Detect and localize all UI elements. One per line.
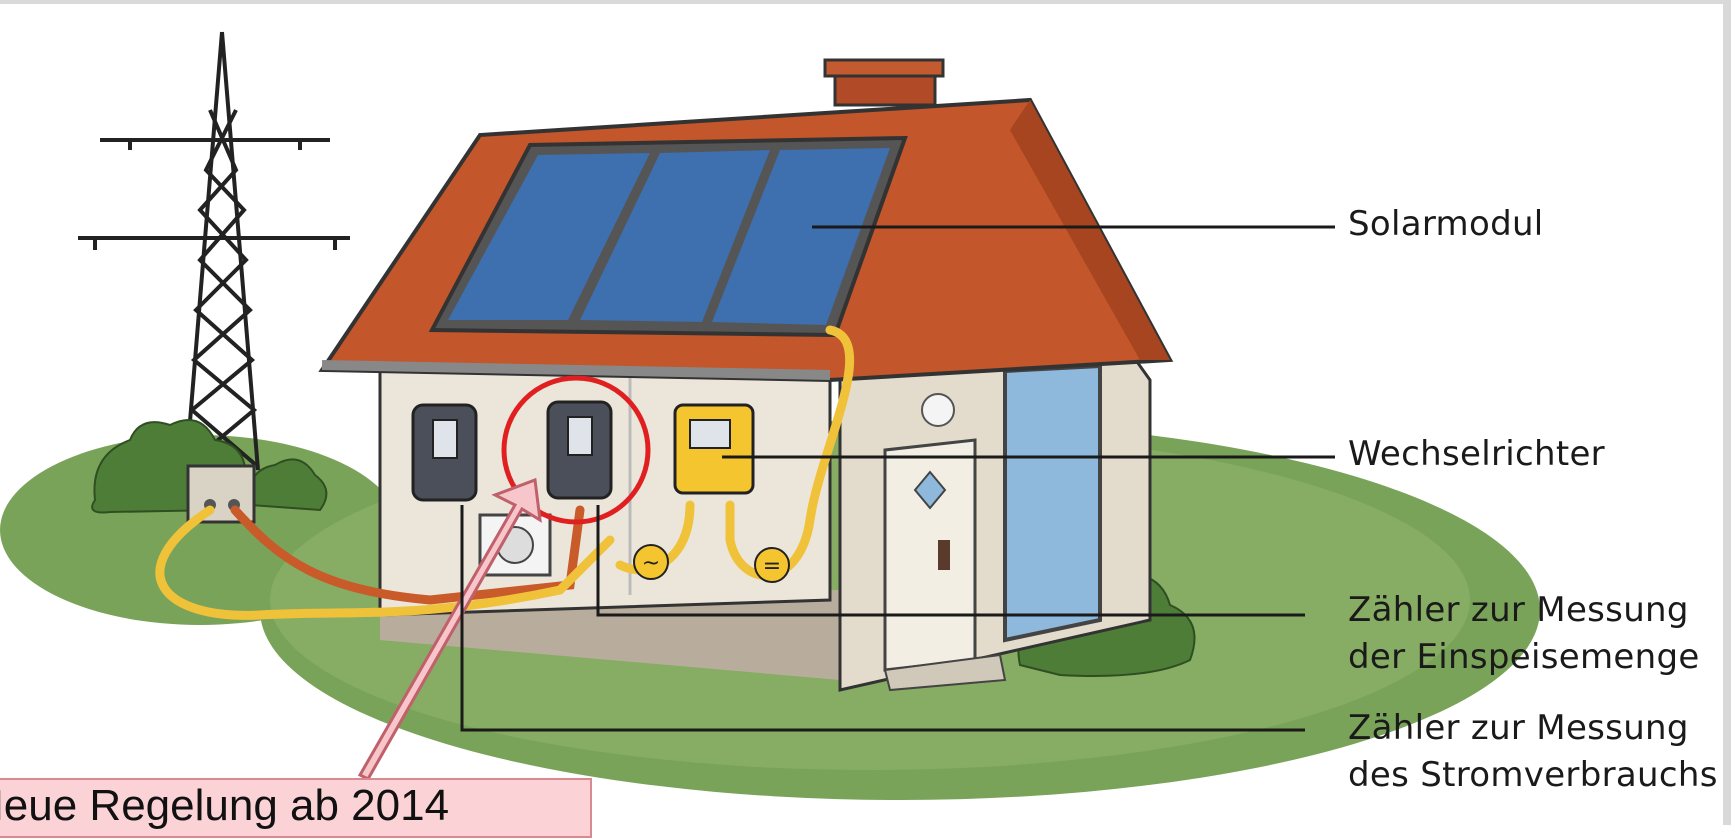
solar-panel xyxy=(428,135,908,338)
label-solar-module: Solarmodul xyxy=(1348,204,1544,244)
label-feed-meter-line2: der Einspeisemenge xyxy=(1348,637,1700,677)
label-feed-meter-line1: Zähler zur Messung xyxy=(1348,590,1689,630)
house-door xyxy=(883,438,1007,692)
dc-symbol-text: = xyxy=(763,554,781,579)
ac-symbol: ~ xyxy=(633,544,669,580)
label-inverter: Wechselrichter xyxy=(1348,434,1605,474)
power-pylon xyxy=(78,31,350,471)
leader-einspeisemenge xyxy=(596,505,1305,617)
feed-in-meter xyxy=(546,400,613,500)
callout-arrow xyxy=(357,477,542,781)
leader-stromverbrauch xyxy=(460,505,1305,732)
label-consumption-meter-line2: des Stromverbrauchs xyxy=(1348,755,1718,795)
dc-symbol: = xyxy=(754,547,790,583)
wall-lamp xyxy=(921,393,955,427)
label-consumption-meter-line1: Zähler zur Messung xyxy=(1348,708,1689,748)
leader-lines xyxy=(460,225,1335,732)
ac-symbol-text: ~ xyxy=(642,551,660,576)
highlight-circle xyxy=(501,375,651,525)
callout-text: Neue Regelung ab 2014 xyxy=(0,781,450,830)
consumption-meter xyxy=(411,403,478,502)
inverter-unit xyxy=(673,403,755,495)
callout-box: Neue Regelung ab 2014 xyxy=(0,778,592,838)
